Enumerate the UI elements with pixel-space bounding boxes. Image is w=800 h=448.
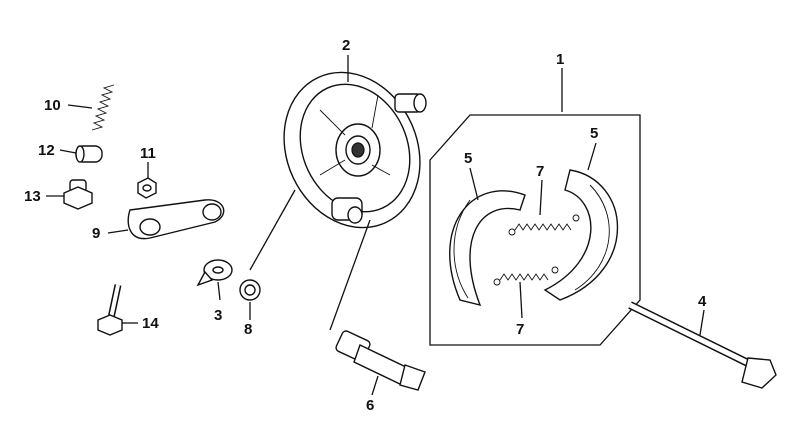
leader-panel-to-cam <box>329 219 371 331</box>
callout-8: 8 <box>244 321 252 338</box>
callout-2: 2 <box>342 37 350 54</box>
brake-cam-shaft <box>335 330 426 391</box>
callout-6: 6 <box>366 397 374 414</box>
leader-panel-to-washer <box>249 189 296 271</box>
bolt <box>97 284 123 336</box>
brake-shoe-right <box>543 169 619 301</box>
callout-5-left: 5 <box>464 150 472 167</box>
shoe-assembly-outline <box>429 114 641 346</box>
callout-7-lower: 7 <box>516 321 524 338</box>
return-spring <box>91 84 115 131</box>
callout-5-right: 5 <box>590 125 598 142</box>
brake-shoe-left <box>449 190 526 307</box>
spring-upper <box>508 214 580 236</box>
adjuster-nut <box>63 179 93 210</box>
callout-12: 12 <box>38 142 55 159</box>
spring-lower <box>493 266 559 286</box>
callout-13: 13 <box>24 188 41 205</box>
callout-1: 1 <box>556 51 564 68</box>
brake-panel <box>283 71 427 229</box>
axle-bolt <box>628 301 777 389</box>
callout-10: 10 <box>44 97 61 114</box>
callout-9: 9 <box>92 225 100 242</box>
felt-seal <box>239 279 261 301</box>
nut <box>137 177 157 199</box>
callout-11: 11 <box>140 145 156 162</box>
brake-arm <box>127 199 225 240</box>
callout-14: 14 <box>142 315 159 332</box>
indicator-plate <box>196 259 233 287</box>
callout-7-upper: 7 <box>536 163 544 180</box>
leader-lines <box>46 55 705 396</box>
joint-pin <box>75 145 103 163</box>
callout-3: 3 <box>214 307 222 324</box>
callout-4: 4 <box>698 293 707 310</box>
